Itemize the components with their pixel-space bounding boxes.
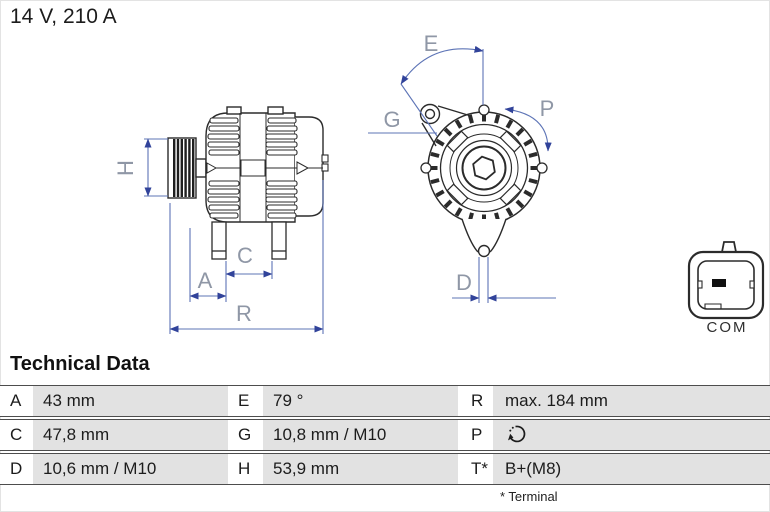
dim-value: 79 ° xyxy=(263,386,458,416)
connector-pin xyxy=(712,279,726,287)
dim-key: E xyxy=(228,386,263,416)
rotation-direction-cell xyxy=(493,420,770,450)
dim-label-D: D xyxy=(456,270,472,295)
dim-key: H xyxy=(228,454,263,484)
dim-key: C xyxy=(0,420,33,450)
dim-label-C: C xyxy=(237,243,253,268)
stator-band xyxy=(206,113,323,222)
table-title: Technical Data xyxy=(10,353,150,375)
side-tab-right xyxy=(536,162,548,174)
bottom-mounting-lug xyxy=(461,218,507,258)
dim-label-E: E xyxy=(424,31,439,56)
side-view-dimensions xyxy=(144,138,324,334)
dim-key: A xyxy=(0,386,33,416)
cooling-fins-front xyxy=(207,117,240,219)
dim-value: max. 184 mm xyxy=(493,386,770,416)
table-row: A 43 mm E 79 ° R max. 184 mm xyxy=(0,385,770,417)
dim-label-H: H xyxy=(113,160,138,176)
side-view xyxy=(167,106,329,260)
cooling-fins-rear xyxy=(265,117,298,219)
connector-label: COM xyxy=(707,319,748,336)
front-view-dimensions xyxy=(368,45,556,303)
dim-value: B+(M8) xyxy=(493,454,770,484)
dim-label-A: A xyxy=(198,268,213,293)
dim-key: R xyxy=(458,386,493,416)
terminal-footnote: * Terminal xyxy=(500,489,558,504)
side-tab-left xyxy=(420,162,432,174)
top-terminal xyxy=(478,104,490,116)
table-row: C 47,8 mm G 10,8 mm / M10 P xyxy=(0,419,770,451)
front-view xyxy=(419,103,548,258)
dim-value: 10,6 mm / M10 xyxy=(33,454,228,484)
dim-key: P xyxy=(458,420,493,450)
rotation-direction-arrow xyxy=(504,106,552,152)
rating-label: 14 V, 210 A xyxy=(10,5,117,28)
dim-key: T* xyxy=(458,454,493,484)
dim-key: D xyxy=(0,454,33,484)
table-row: D 10,6 mm / M10 H 53,9 mm T* B+(M8) xyxy=(0,453,770,485)
dim-label-R: R xyxy=(236,301,252,326)
dim-value: 10,8 mm / M10 xyxy=(263,420,458,450)
com-connector xyxy=(687,241,765,320)
dim-value: 47,8 mm xyxy=(33,420,228,450)
technical-data-table: A 43 mm E 79 ° R max. 184 mm C 47,8 mm G… xyxy=(0,385,770,487)
dim-label-P: P xyxy=(540,96,555,121)
pulley xyxy=(167,137,207,199)
mounting-legs xyxy=(211,221,287,260)
shaft-nut xyxy=(472,155,496,181)
dim-value: 53,9 mm xyxy=(263,454,458,484)
alternator-technical-drawing: H A C R xyxy=(113,31,765,336)
dim-label-G: G xyxy=(383,107,400,132)
dim-key: G xyxy=(228,420,263,450)
rotation-clockwise-icon xyxy=(508,425,526,442)
dim-value: 43 mm xyxy=(33,386,228,416)
